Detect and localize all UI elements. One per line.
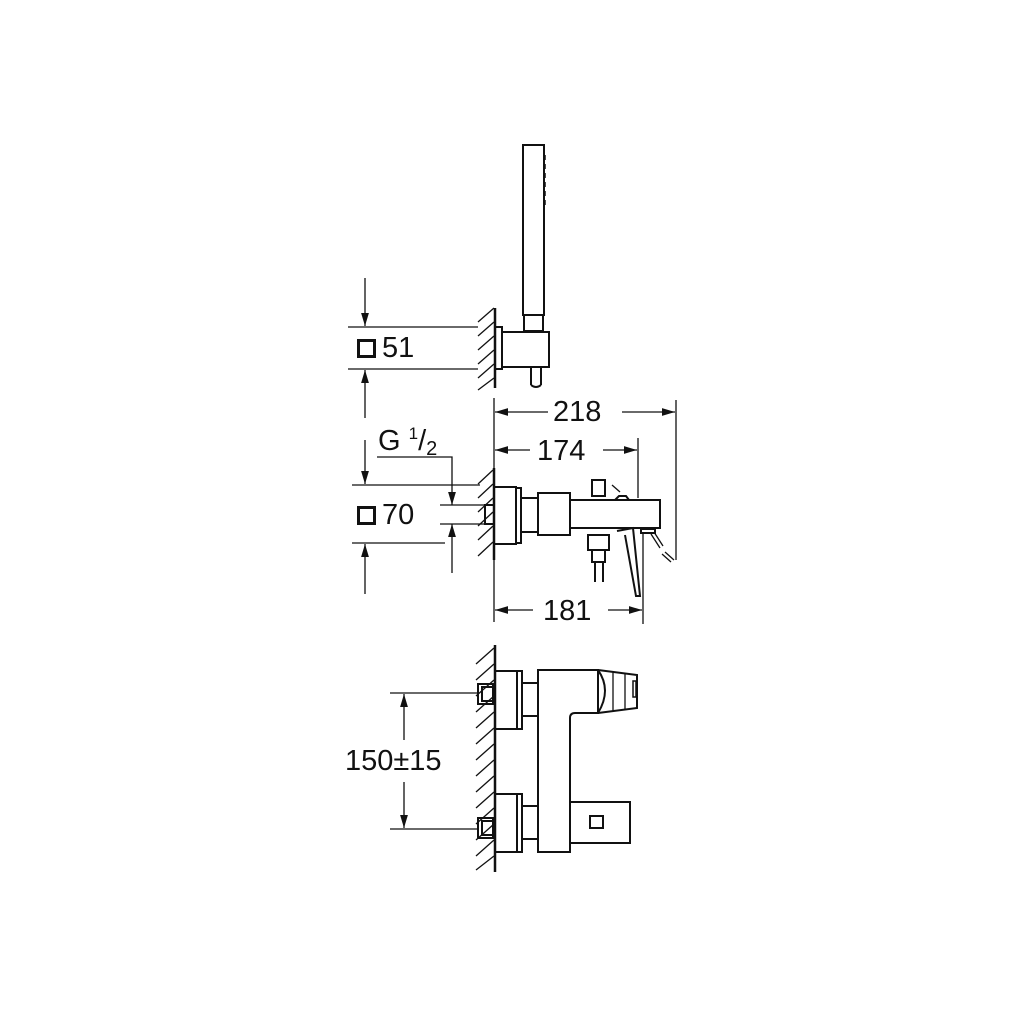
thread-prefix: G (378, 425, 401, 457)
holder-size-value: 51 (382, 332, 415, 364)
thread-denominator: 2 (426, 438, 438, 460)
holder-size-label: 51 (357, 334, 414, 363)
mixer-side-view (352, 398, 677, 624)
rosette-size-label: 70 (357, 501, 414, 530)
thread-slash: / (418, 425, 427, 457)
thread-size-label: G 1/2 (378, 425, 437, 459)
centre-distance-label: 150±15 (345, 745, 442, 777)
overall-depth-label: 218 (553, 396, 602, 428)
square-symbol-icon (357, 506, 376, 525)
square-symbol-icon (357, 339, 376, 358)
rosette-size-value: 70 (382, 499, 415, 531)
mixer-top-view (390, 645, 638, 872)
spout-depth-label: 174 (537, 435, 586, 467)
thread-numerator: 1 (408, 424, 419, 443)
hand-shower-holder-view (348, 144, 550, 418)
lever-depth-label: 181 (543, 595, 592, 627)
